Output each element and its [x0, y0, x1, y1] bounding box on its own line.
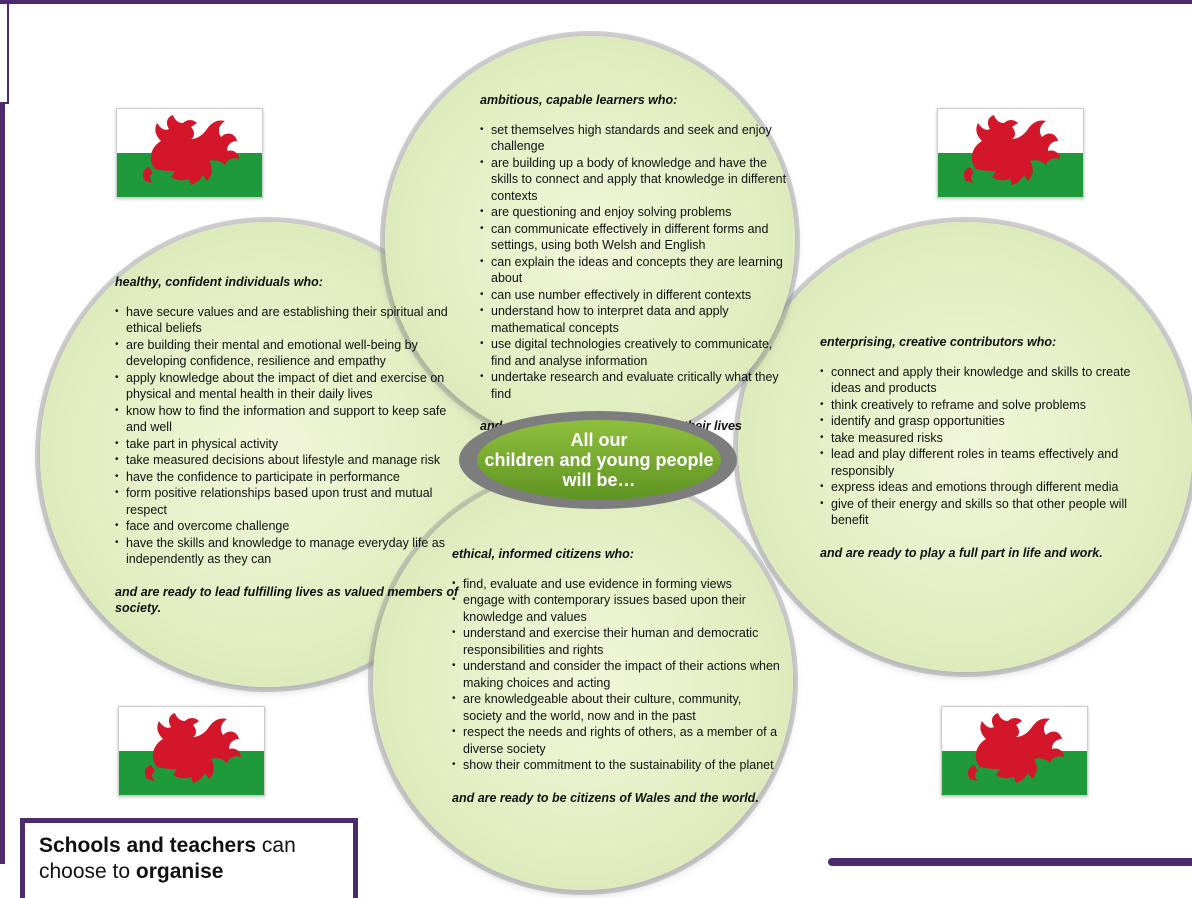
left-frame-top [0, 0, 9, 104]
bullet-list: find, evaluate and use evidence in formi… [452, 576, 782, 774]
list-item: can use number effectively in different … [480, 287, 790, 304]
panel-ambitious-learners: ambitious, capable learners who: set the… [480, 92, 790, 435]
panel-ethical-citizens: ethical, informed citizens who: find, ev… [452, 546, 782, 806]
list-item: use digital technologies creatively to c… [480, 336, 790, 369]
note-text: can [256, 834, 296, 857]
list-item: take measured decisions about lifestyle … [115, 452, 470, 469]
panel-heading: enterprising, creative contributors who: [820, 335, 1057, 349]
list-item: understand how to interpret data and app… [480, 303, 790, 336]
list-item: are building their mental and emotional … [115, 337, 470, 370]
panel-heading: ambitious, capable learners who: [480, 93, 678, 107]
list-item: are questioning and enjoy solving proble… [480, 204, 790, 221]
bullet-list: connect and apply their knowledge and sk… [820, 364, 1140, 529]
list-item: take measured risks [820, 430, 1140, 447]
bottom-right-bar [828, 858, 1192, 866]
list-item: are building up a body of knowledge and … [480, 155, 790, 205]
panel-healthy-individuals: healthy, confident individuals who: have… [115, 274, 470, 617]
panel-closing: and are ready to play a full part in lif… [820, 545, 1103, 560]
list-item: have secure values and are establishing … [115, 304, 470, 337]
list-item: understand and consider the impact of th… [452, 658, 782, 691]
center-line: children and young people [484, 450, 714, 470]
list-item: can explain the ideas and concepts they … [480, 254, 790, 287]
note-box: Schools and teachers can choose to organ… [20, 818, 358, 898]
bullet-list: have secure values and are establishing … [115, 304, 470, 568]
list-item: undertake research and evaluate critical… [480, 369, 790, 402]
note-text: choose to [39, 860, 136, 883]
list-item: think creatively to reframe and solve pr… [820, 397, 1140, 414]
panel-closing: and are ready to lead fulfilling lives a… [115, 584, 459, 616]
note-line: Schools and teachers can [39, 833, 353, 859]
list-item: find, evaluate and use evidence in formi… [452, 576, 782, 593]
list-item: engage with contemporary issues based up… [452, 592, 782, 625]
list-item: show their commitment to the sustainabil… [452, 757, 782, 774]
list-item: take part in physical activity [115, 436, 470, 453]
list-item: can communicate effectively in different… [480, 221, 790, 254]
list-item: have the confidence to participate in pe… [115, 469, 470, 486]
list-item: understand and exercise their human and … [452, 625, 782, 658]
note-line: choose to organise [39, 859, 353, 885]
list-item: have the skills and knowledge to manage … [115, 535, 470, 568]
center-line: All our [570, 430, 628, 450]
center-line: will be… [562, 470, 636, 490]
welsh-flag-icon [941, 706, 1088, 796]
list-item: respect the needs and rights of others, … [452, 724, 782, 757]
panel-enterprising-contributors: enterprising, creative contributors who:… [820, 334, 1140, 561]
welsh-flag-icon [118, 706, 265, 796]
list-item: apply knowledge about the impact of diet… [115, 370, 470, 403]
list-item: identify and grasp opportunities [820, 413, 1140, 430]
welsh-flag-icon [937, 108, 1084, 198]
bullet-list: set themselves high standards and seek a… [480, 122, 790, 403]
note-bold: Schools and teachers [39, 834, 257, 857]
list-item: set themselves high standards and seek a… [480, 122, 790, 155]
list-item: connect and apply their knowledge and sk… [820, 364, 1140, 397]
panel-closing: and are ready to be citizens of Wales an… [452, 790, 759, 805]
panel-heading: healthy, confident individuals who: [115, 275, 323, 289]
list-item: know how to find the information and sup… [115, 403, 470, 436]
list-item: lead and play different roles in teams e… [820, 446, 1140, 479]
list-item: form positive relationships based upon t… [115, 485, 470, 518]
list-item: express ideas and emotions through diffe… [820, 479, 1140, 496]
center-title: All our children and young people will b… [477, 420, 721, 500]
top-border [0, 0, 1192, 4]
list-item: give of their energy and skills so that … [820, 496, 1140, 529]
panel-heading: ethical, informed citizens who: [452, 547, 634, 561]
note-bold: organise [135, 860, 224, 883]
list-item: face and overcome challenge [115, 518, 470, 535]
list-item: are knowledgeable about their culture, c… [452, 691, 782, 724]
welsh-flag-icon [116, 108, 263, 198]
left-frame-bar [0, 104, 5, 864]
